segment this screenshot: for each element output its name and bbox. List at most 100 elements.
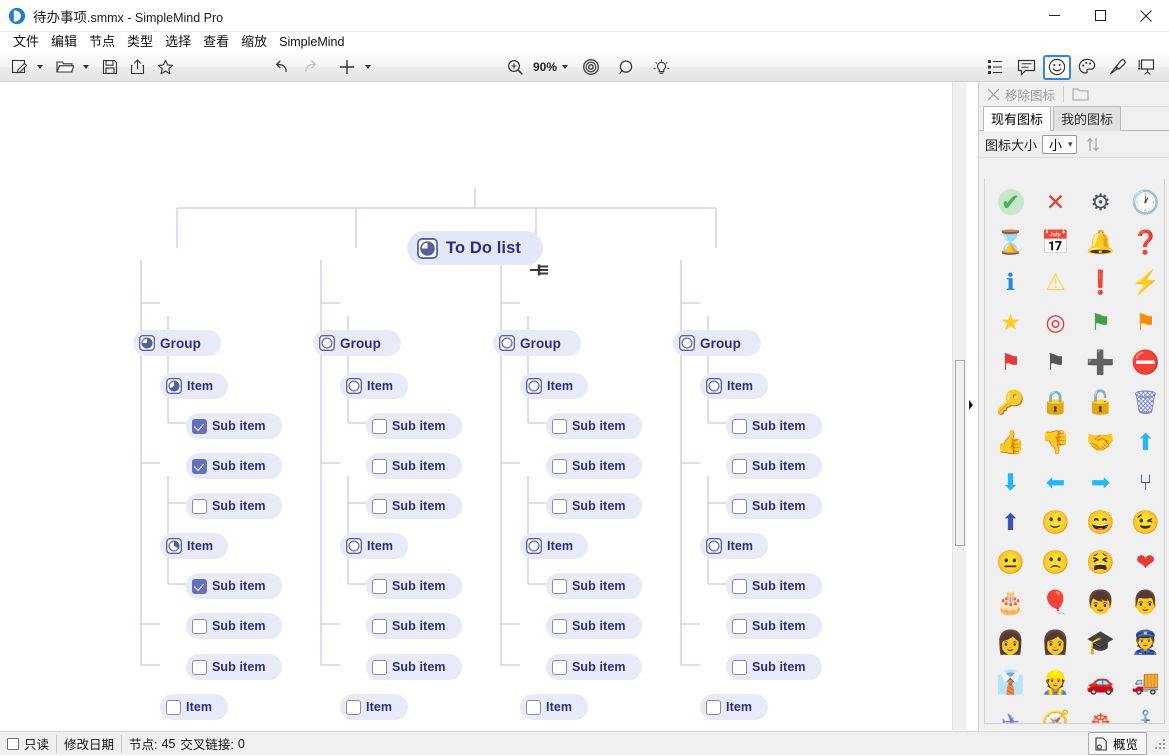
mindmap-subitem-node[interactable]: Sub item	[186, 573, 282, 599]
checkbox-checked-icon[interactable]	[192, 578, 207, 594]
target-spiral-icon[interactable]	[577, 55, 605, 80]
calendar-icon[interactable]: 📅	[1033, 222, 1078, 262]
progress-empty-icon[interactable]	[526, 378, 542, 394]
panel-splitter-grip[interactable]	[966, 393, 976, 417]
checkbox-unchecked-icon[interactable]	[346, 699, 361, 715]
favorite-button[interactable]	[152, 55, 179, 80]
close-button[interactable]	[1123, 0, 1169, 32]
flag-orange-icon[interactable]: ⚑	[1123, 302, 1164, 342]
mindmap-item-node[interactable]: Item	[160, 533, 228, 559]
flag-red-icon[interactable]: ⚑	[988, 342, 1033, 382]
checkbox-unchecked-icon[interactable]	[732, 659, 747, 675]
mindmap-item-node[interactable]: Item	[520, 373, 588, 399]
checkbox-checked-icon[interactable]	[192, 418, 207, 434]
highlight-bulb-icon[interactable]	[648, 55, 675, 80]
mindmap-group-node[interactable]: Group	[313, 330, 401, 356]
sort-icon[interactable]	[1086, 137, 1100, 152]
mindmap-subitem-node[interactable]: Sub item	[366, 613, 462, 639]
smiley-icon[interactable]	[1043, 54, 1071, 80]
target-icon[interactable]: ◎	[1033, 302, 1078, 342]
info-icon[interactable]: ℹ	[988, 262, 1033, 302]
car-icon[interactable]: 🚗	[1078, 662, 1123, 702]
smiley-laugh-icon[interactable]: 😄	[1078, 502, 1123, 542]
folder-icon[interactable]	[1072, 87, 1089, 102]
progress-empty-icon[interactable]	[499, 335, 515, 351]
mindmap-subitem-node[interactable]: Sub item	[186, 654, 282, 680]
resize-grip-icon[interactable]	[1153, 737, 1167, 751]
checkbox-unchecked-icon[interactable]	[372, 618, 387, 634]
mindmap-subitem-node[interactable]: Sub item	[186, 493, 282, 519]
mindmap-item-node[interactable]: Item	[520, 694, 588, 720]
mindmap-subitem-node[interactable]: Sub item	[726, 573, 822, 599]
progress-pie-icon[interactable]	[139, 335, 155, 351]
heart-icon[interactable]: ❤	[1123, 542, 1164, 582]
collapse-expand-handle[interactable]	[528, 263, 552, 277]
progress-empty-icon[interactable]	[346, 378, 362, 394]
minimize-button[interactable]	[1031, 0, 1077, 32]
checkbox-unchecked-icon[interactable]	[732, 458, 747, 474]
mindmap-subitem-node[interactable]: Sub item	[546, 654, 642, 680]
trash-icon[interactable]: 🗑	[1123, 382, 1164, 422]
anchor-icon[interactable]: ⚓	[1123, 702, 1164, 723]
progress-empty-icon[interactable]	[526, 538, 542, 554]
boy-face-icon[interactable]: 👦	[1078, 582, 1123, 622]
menu-simplemind[interactable]: SimpleMind	[279, 35, 345, 49]
new-document-button[interactable]	[6, 55, 33, 80]
outline-icon[interactable]	[982, 55, 1010, 80]
balloon-icon[interactable]: 🎈	[1033, 582, 1078, 622]
tab-existing-icons[interactable]: 现有图标	[983, 106, 1052, 131]
progress-empty-icon[interactable]	[706, 378, 722, 394]
checkbox-unchecked-icon[interactable]	[192, 618, 207, 634]
menu-select[interactable]: 选择	[165, 34, 192, 49]
canvas-vertical-scrollbar[interactable]	[952, 82, 966, 730]
presentation-icon[interactable]	[1133, 55, 1161, 80]
checkbox-unchecked-icon[interactable]	[552, 618, 567, 634]
progress-empty-icon[interactable]	[346, 538, 362, 554]
arrow-up-circle-icon[interactable]: ⬆	[1123, 422, 1164, 462]
mindmap-item-node[interactable]: Item	[160, 373, 228, 399]
plus-circle-icon[interactable]: ➕	[1078, 342, 1123, 382]
arrow-left-circle-icon[interactable]: ⬅	[1033, 462, 1078, 502]
cross-icon[interactable]: ✕	[1033, 182, 1078, 222]
save-button[interactable]	[97, 55, 123, 80]
checkbox-unchecked-icon[interactable]	[552, 659, 567, 675]
mindmap-subitem-node[interactable]: Sub item	[186, 453, 282, 479]
hourglass-icon[interactable]: ⌛	[988, 222, 1033, 262]
open-file-caret[interactable]	[83, 65, 89, 69]
mindmap-item-node[interactable]: Item	[520, 533, 588, 559]
checkbox-unchecked-icon[interactable]	[552, 418, 567, 434]
minus-circle-icon[interactable]: ⛔	[1123, 342, 1164, 382]
mindmap-subitem-node[interactable]: Sub item	[726, 654, 822, 680]
mindmap-subitem-node[interactable]: Sub item	[186, 413, 282, 439]
add-node-button[interactable]	[333, 55, 361, 80]
worker-icon[interactable]: 👷	[1033, 662, 1078, 702]
lock-open-icon[interactable]: 🔓	[1078, 382, 1123, 422]
menu-zoom[interactable]: 缩放	[241, 34, 268, 49]
mindmap-subitem-node[interactable]: Sub item	[546, 573, 642, 599]
gear-icon[interactable]: ⚙	[1078, 182, 1123, 222]
mindmap-subitem-node[interactable]: Sub item	[546, 613, 642, 639]
clock-icon[interactable]: 🕐	[1123, 182, 1164, 222]
new-document-caret[interactable]	[37, 65, 43, 69]
zoom-in-button[interactable]	[502, 55, 529, 80]
icon-grid-container[interactable]: ✔✕⚙🕐⌛📅🔔❓ℹ⚠❗⚡★◎⚑⚑⚑⚑➕⛔🔑🔒🔓🗑👍👎🤝⬆⬇⬅➡⑂⬆🙂😄😉😐🙁😫❤…	[984, 179, 1165, 724]
menu-view[interactable]: 查看	[203, 34, 230, 49]
check-circle-icon[interactable]: ✔	[988, 182, 1033, 222]
exclamation-diamond-icon[interactable]: ❗	[1078, 262, 1123, 302]
export-button[interactable]	[125, 55, 150, 80]
mindmap-root-node[interactable]: To Do list	[407, 231, 543, 265]
flag-green-icon[interactable]: ⚑	[1078, 302, 1123, 342]
checkbox-unchecked-icon[interactable]	[732, 578, 747, 594]
mindmap-item-node[interactable]: Item	[700, 694, 768, 720]
remove-icon-button[interactable]: 移除图标	[987, 85, 1055, 104]
question-icon[interactable]: ❓	[1123, 222, 1164, 262]
checkbox-unchecked-icon[interactable]	[552, 498, 567, 514]
mindmap-item-node[interactable]: Item	[340, 533, 408, 559]
lock-closed-icon[interactable]: 🔒	[1033, 382, 1078, 422]
thumbs-down-icon[interactable]: 👎	[1033, 422, 1078, 462]
open-file-button[interactable]	[51, 55, 79, 80]
checkbox-unchecked-icon[interactable]	[552, 578, 567, 594]
checkbox-unchecked-icon[interactable]	[372, 418, 387, 434]
progress-empty-icon[interactable]	[706, 538, 722, 554]
